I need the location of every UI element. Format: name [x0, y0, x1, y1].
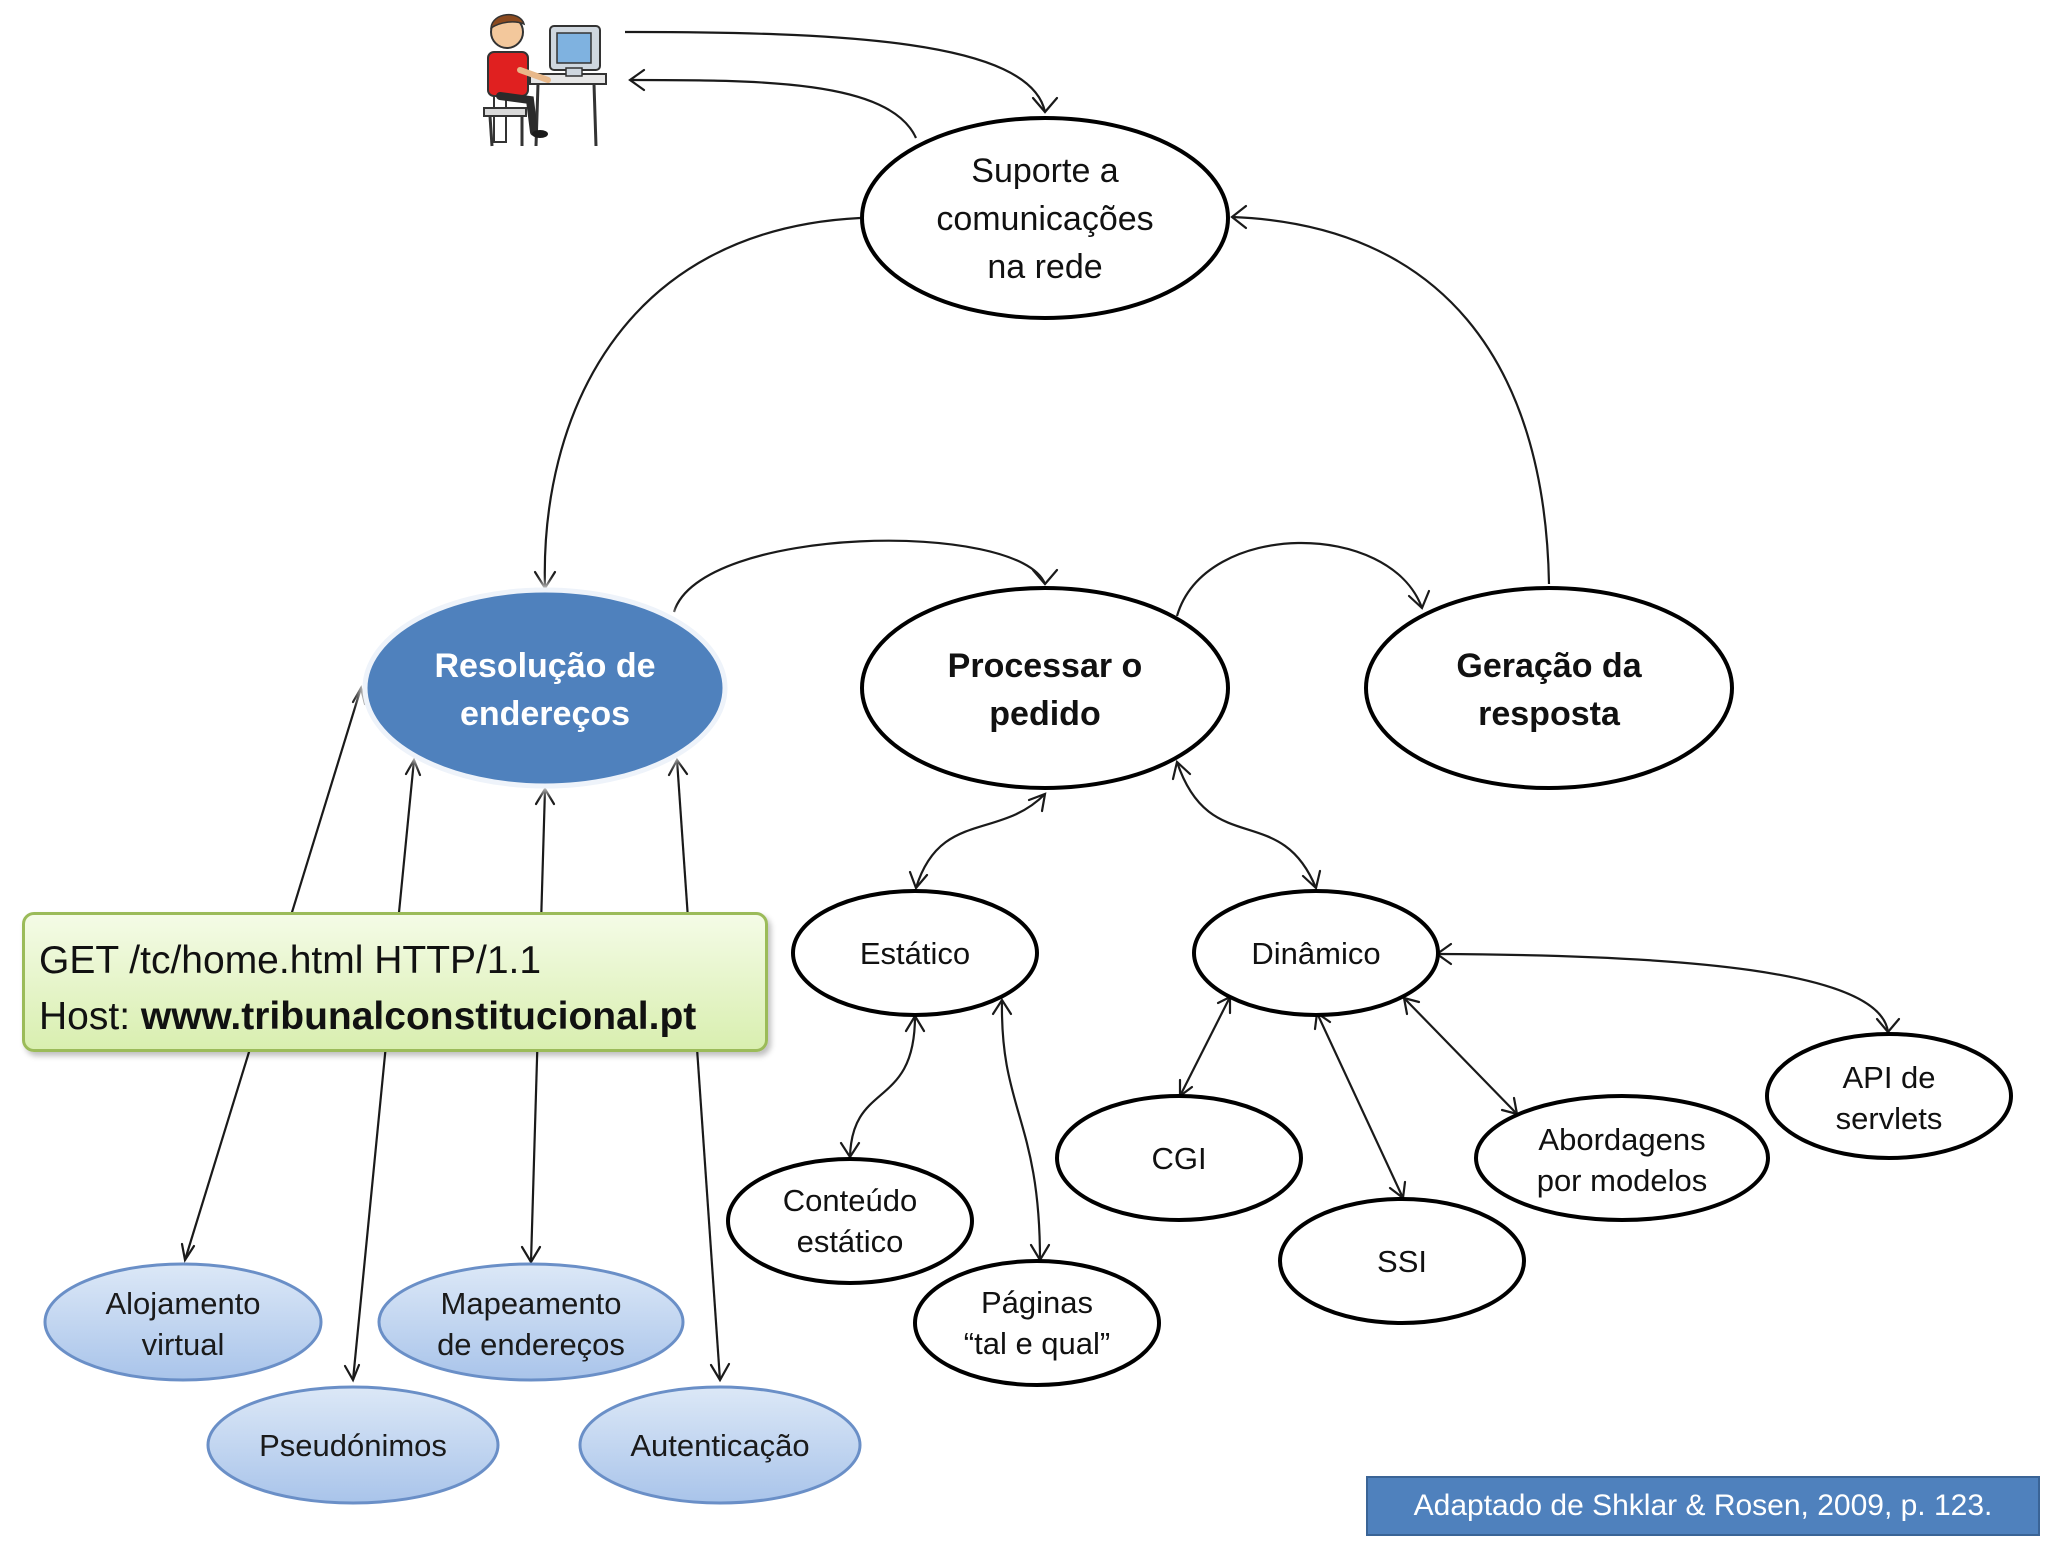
node-label: Pseudónimos — [259, 1428, 447, 1463]
node-label: Estático — [860, 936, 970, 971]
node-label: Resolução de — [434, 647, 655, 685]
edge-dinamico-abordagens — [1403, 997, 1518, 1115]
arrowhead — [1407, 589, 1431, 610]
arrowhead — [628, 68, 646, 92]
http-request-line: GET /tc/home.html HTTP/1.1 — [39, 939, 542, 982]
edge-dinamico-ssi — [1316, 1012, 1404, 1199]
node-label: estático — [797, 1224, 904, 1259]
arrowhead — [343, 1363, 361, 1383]
node-label: Páginas — [981, 1285, 1093, 1320]
arrowhead — [1031, 568, 1059, 586]
edge-dinamico-api — [1436, 952, 1890, 1033]
person-at-computer-icon — [483, 14, 607, 147]
arrowhead — [1230, 204, 1248, 230]
node-label: por modelos — [1537, 1163, 1708, 1198]
http-host-line: Host: www.tribunalconstitucional.pt — [39, 989, 765, 1045]
arrowhead — [1875, 1017, 1901, 1034]
node-dinamico: Dinâmico — [1192, 889, 1440, 1017]
http-host-value: www.tribunalconstitucional.pt — [140, 995, 697, 1038]
node-label: Geração da — [1456, 647, 1642, 685]
node-label: Suporte a — [971, 152, 1119, 190]
citation-box: Adaptado de Shklar & Rosen, 2009, p. 123… — [1366, 1476, 2040, 1536]
node-label: servlets — [1836, 1101, 1943, 1136]
node-cgi: CGI — [1055, 1094, 1303, 1222]
arrowhead — [991, 997, 1013, 1016]
node-conteudo: Conteúdo estático — [726, 1157, 974, 1285]
edge-processar-dinamico — [1175, 761, 1318, 889]
node-label: Processar o — [948, 647, 1143, 685]
node-label: endereços — [460, 695, 630, 733]
arrowhead — [1031, 96, 1059, 114]
node-label: API de — [1842, 1060, 1935, 1095]
http-request-box: GET /tc/home.html HTTP/1.1 Host: www.tri… — [22, 912, 768, 1052]
edge-suporte-to-resolucao — [543, 216, 861, 589]
node-label: Autenticação — [630, 1428, 809, 1463]
edge-estatico-conteudo — [848, 1015, 917, 1158]
edge-resolucao-autenticacao — [675, 759, 722, 1381]
node-suporte: Suporte a comunicações na rede — [860, 116, 1230, 320]
node-label: virtual — [142, 1327, 225, 1362]
node-label: resposta — [1478, 695, 1621, 733]
node-alojamento: Alojamento virtual — [43, 1262, 323, 1382]
node-label: SSI — [1377, 1244, 1427, 1279]
arrowhead — [709, 1362, 731, 1383]
node-paginas: Páginas “tal e qual” — [913, 1259, 1161, 1387]
arrowhead — [908, 870, 929, 891]
edges — [180, 30, 1901, 1383]
node-pseudonimos: Pseudónimos — [206, 1385, 500, 1505]
node-label: Conteúdo — [783, 1183, 917, 1218]
edge-processar-to-geracao — [1175, 541, 1424, 617]
node-api: API de servlets — [1765, 1032, 2013, 1160]
node-abordagens: Abordagens por modelos — [1474, 1094, 1770, 1222]
arrowhead — [520, 1245, 542, 1265]
node-estatico: Estático — [791, 889, 1039, 1017]
edge-user-to-suporte — [624, 30, 1047, 113]
node-processar: Processar o pedido — [860, 586, 1230, 790]
edge-suporte-to-user — [629, 78, 918, 139]
node-label: CGI — [1151, 1141, 1206, 1176]
node-ssi: SSI — [1278, 1197, 1526, 1325]
http-host-label: Host: — [39, 995, 141, 1038]
node-autenticacao: Autenticação — [578, 1385, 862, 1505]
arrowhead — [180, 1242, 196, 1263]
node-label: na rede — [987, 248, 1102, 286]
node-geracao: Geração da resposta — [1364, 586, 1734, 790]
node-label: Abordagens — [1538, 1122, 1705, 1157]
node-label: “tal e qual” — [964, 1326, 1110, 1361]
arrowhead — [1171, 759, 1192, 781]
node-mapeamento: Mapeamento de endereços — [377, 1262, 685, 1382]
edge-estatico-paginas — [1000, 999, 1042, 1261]
edge-dinamico-cgi — [1179, 996, 1231, 1097]
edge-resolucao-to-processar — [672, 539, 1047, 613]
arrowhead — [1301, 869, 1322, 891]
arrowhead — [1027, 792, 1047, 813]
node-label: de endereços — [437, 1327, 625, 1362]
node-label: Mapeamento — [441, 1286, 622, 1321]
node-label: Dinâmico — [1251, 936, 1380, 971]
node-resolucao: Resolução de endereços — [359, 584, 731, 792]
edge-geracao-to-suporte — [1231, 215, 1551, 585]
node-label: Alojamento — [105, 1286, 260, 1321]
edge-processar-estatico — [914, 793, 1046, 889]
edge-resolucao-pseudonimos — [351, 759, 416, 1381]
node-label: pedido — [989, 695, 1100, 733]
node-label: comunicações — [936, 200, 1153, 238]
